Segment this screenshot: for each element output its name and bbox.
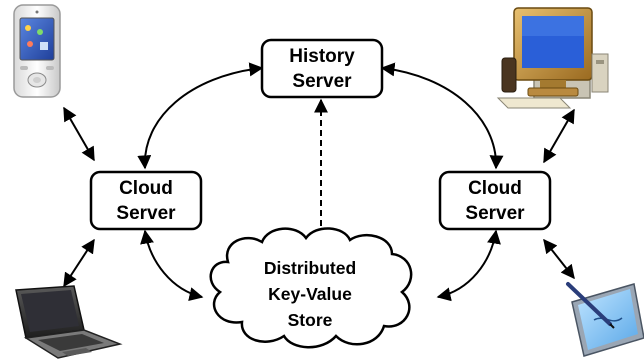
laptop-icon (15, 285, 123, 359)
link-right-server-to-store (436, 229, 501, 302)
cloud-server-left-label-line2: Server (116, 203, 176, 224)
history-server-node: History Server (260, 38, 384, 99)
history-server-label-line1: History (289, 46, 355, 67)
kv-store-label-line2: Key-Value (268, 284, 352, 304)
history-server-label-line2: Server (292, 71, 352, 92)
link-desktop-to-right-server (543, 108, 575, 164)
desktop-computer-icon (496, 7, 609, 109)
link-history-to-right-server (380, 62, 504, 170)
link-phone-to-left-server (63, 106, 95, 162)
cloud-server-right-node: Cloud Server (438, 170, 552, 231)
kv-store-label-line3: Store (288, 310, 333, 330)
kv-store-node: Distributed Key-Value Store (209, 227, 413, 349)
link-history-to-left-server (137, 62, 264, 170)
connections (63, 62, 575, 302)
link-left-server-to-store (140, 229, 204, 301)
link-laptop-to-left-server (63, 238, 95, 288)
cloud-server-right-label-line1: Cloud (468, 178, 522, 199)
cloud-shape-icon (209, 227, 413, 349)
tablet-stylus-icon (566, 282, 644, 357)
kv-store-label-line1: Distributed (264, 258, 356, 278)
cloud-server-right-label-line2: Server (465, 203, 525, 224)
link-tablet-to-right-server (543, 238, 575, 280)
phone-icon (13, 4, 61, 98)
cloud-server-left-node: Cloud Server (89, 170, 203, 231)
cloud-server-left-label-line1: Cloud (119, 178, 173, 199)
